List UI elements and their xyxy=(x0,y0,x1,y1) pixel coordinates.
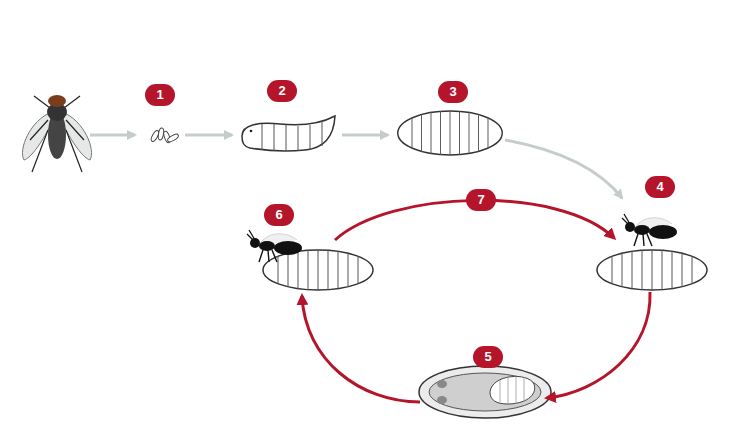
callout-number: 7 xyxy=(466,189,496,211)
parasitized-pupa xyxy=(597,250,707,290)
wasp xyxy=(247,230,302,262)
emerging-pupa xyxy=(263,250,373,290)
callout-number: 4 xyxy=(645,176,675,198)
callout-number: 1 xyxy=(145,84,175,106)
pupa xyxy=(398,111,503,155)
callout-number: 2 xyxy=(267,80,297,102)
wasp xyxy=(622,214,677,246)
arrow xyxy=(505,140,622,198)
larva xyxy=(242,116,335,151)
cycle-arrow xyxy=(547,292,650,398)
arrow xyxy=(90,134,135,137)
pupa-cross-section xyxy=(419,366,551,418)
callout-number: 3 xyxy=(438,81,468,103)
callout-number: 6 xyxy=(264,204,294,226)
arrow xyxy=(342,134,388,137)
fly xyxy=(22,95,91,172)
eggs xyxy=(150,128,180,144)
cycle-arrow xyxy=(302,296,420,402)
callout-number: 5 xyxy=(473,346,503,368)
arrow xyxy=(185,134,232,137)
